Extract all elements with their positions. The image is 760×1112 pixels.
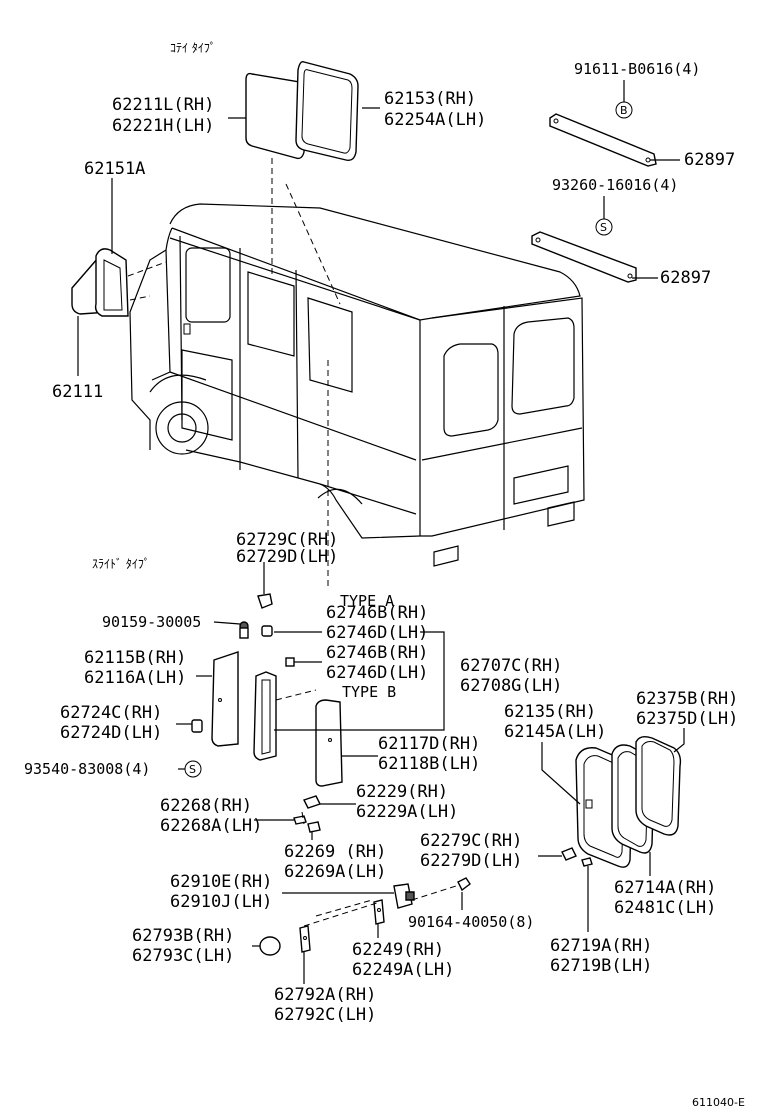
projection-line-8 <box>411 885 457 901</box>
van-body <box>129 203 585 567</box>
label-62910-lh: 62910J(LH) <box>170 892 272 912</box>
label-62135-rh: 62135(RH) <box>504 702 596 722</box>
label-90164: 90164-40050(8) <box>408 913 534 931</box>
label-62268-lh: 62268A(LH) <box>160 816 262 836</box>
label-type-a: TYPE A <box>340 592 394 610</box>
clip-62746a <box>261 625 273 637</box>
clip-62719 <box>581 857 593 867</box>
label-93540: 93540-83008(4) <box>24 760 150 778</box>
label-62279-rh: 62279C(RH) <box>420 831 522 851</box>
label-62793-rh: 62793B(RH) <box>132 926 234 946</box>
label-62746a-rh: 62746B(RH) <box>326 603 428 623</box>
label-62111: 62111 <box>52 382 103 402</box>
label-62153-rh: 62153(RH) <box>384 89 476 109</box>
label-62249-lh: 62249A(LH) <box>352 960 454 980</box>
label-62115-rh: 62115B(RH) <box>84 648 186 668</box>
label-62792-lh: 62792C(LH) <box>274 1005 376 1025</box>
leader-62375 <box>673 728 685 753</box>
label-90159: 90159-30005 <box>102 613 201 631</box>
figure-code: 611040-E <box>692 1096 745 1109</box>
label-62714-rh: 62714A(RH) <box>614 878 716 898</box>
cap-62793 <box>259 936 281 956</box>
leader-62135 <box>541 742 581 805</box>
marker-b: B <box>620 104 628 117</box>
stay-bracket-lower <box>531 231 637 283</box>
heading-slide-type: ｽﾗｲﾄﾞ ﾀｲﾌﾟ <box>92 557 150 571</box>
leader-90159 <box>213 621 241 625</box>
label-62229-rh: 62229(RH) <box>356 782 448 802</box>
label-62151: 62151A <box>84 159 145 179</box>
plate-62249 <box>373 899 385 925</box>
bolt-90159 <box>239 621 249 639</box>
projection-line-2 <box>285 183 341 305</box>
label-62269-lh: 62269A(LH) <box>284 862 386 882</box>
label-62135-lh: 62145A(LH) <box>504 722 606 742</box>
label-62719-lh: 62719B(LH) <box>550 956 652 976</box>
projection-line-4 <box>129 295 151 301</box>
label-62229-lh: 62229A(LH) <box>356 802 458 822</box>
label-62268-rh: 62268(RH) <box>160 796 252 816</box>
label-62375-rh: 62375B(RH) <box>636 689 738 709</box>
clip-62746b <box>285 657 295 667</box>
label-62249-rh: 62249(RH) <box>352 940 444 960</box>
label-62746b-lh: 62746D(LH) <box>326 663 428 683</box>
quarter-glass-weatherstrip <box>94 248 129 317</box>
stay-bracket-upper <box>549 113 657 167</box>
label-62211-lh: 62221H(LH) <box>112 116 214 136</box>
label-62707-rh: 62707C(RH) <box>460 656 562 676</box>
label-62153-lh: 62254A(LH) <box>384 110 486 130</box>
latch-62910 <box>393 883 415 909</box>
label-62792-rh: 62792A(RH) <box>274 985 376 1005</box>
projection-line-3 <box>127 261 167 277</box>
projection-line-9 <box>303 901 381 927</box>
label-62793-lh: 62793C(LH) <box>132 946 234 966</box>
label-62897a: 62897 <box>684 150 735 170</box>
label-62910-rh: 62910E(RH) <box>170 872 272 892</box>
projection-line-10 <box>301 811 305 825</box>
label-62269-rh: 62269 (RH) <box>284 842 386 862</box>
label-62746b-rh: 62746B(RH) <box>326 643 428 663</box>
slide-glass-inner <box>315 699 343 787</box>
slide-glass-channel <box>253 671 277 761</box>
slide-glass-outer <box>211 651 239 747</box>
guide-62268 <box>293 815 307 825</box>
clip-62279 <box>561 847 577 861</box>
label-62724-lh: 62724D(LH) <box>60 723 162 743</box>
label-62729-rh: 62729C(RH) <box>236 530 338 550</box>
window-seal-62375 <box>635 735 682 836</box>
label-62729-lh: 62729D(LH) <box>236 547 338 567</box>
stopper-62724 <box>191 719 203 733</box>
plate-62792 <box>299 925 311 953</box>
label-62719-rh: 62719A(RH) <box>550 936 652 956</box>
label-62115-lh: 62116A(LH) <box>84 668 186 688</box>
label-62117-rh: 62117D(RH) <box>378 734 480 754</box>
label-62746a-lh: 62746D(LH) <box>326 623 428 643</box>
marker-s1: S <box>600 221 607 234</box>
label-62714-lh: 62481C(LH) <box>614 898 716 918</box>
marker-s2: S <box>189 763 196 776</box>
label-62279-lh: 62279D(LH) <box>420 851 522 871</box>
label-62724-rh: 62724C(RH) <box>60 703 162 723</box>
slide-clip-top <box>257 593 273 609</box>
screw-90164 <box>457 877 471 892</box>
label-62375-lh: 62375D(LH) <box>636 709 738 729</box>
heading-fixed-type: ｺﾃｲ ﾀｲﾌﾟ <box>170 41 216 55</box>
label-93260: 93260-16016(4) <box>552 176 678 194</box>
projection-line-6 <box>275 689 317 701</box>
guide-62229 <box>303 795 321 809</box>
leader-62707 <box>274 631 445 731</box>
label-62707-lh: 62708G(LH) <box>460 676 562 696</box>
label-62211-rh: 62211L(RH) <box>112 95 214 115</box>
label-type-b: TYPE B <box>342 683 396 701</box>
label-91611: 91611-B0616(4) <box>574 60 700 78</box>
guide-62269 <box>307 821 321 833</box>
label-62117-lh: 62118B(LH) <box>378 754 480 774</box>
label-62897b: 62897 <box>660 268 711 288</box>
fixed-glass-weatherstrip <box>295 60 359 162</box>
